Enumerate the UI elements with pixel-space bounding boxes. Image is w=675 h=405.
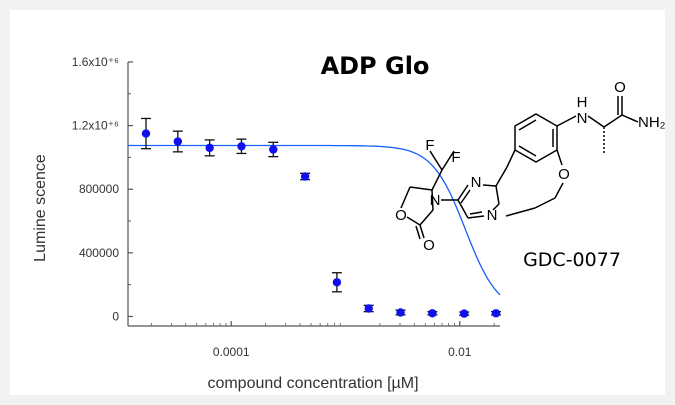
fit-curve-group [128,144,501,296]
bond [492,203,500,211]
bond [400,186,411,209]
bond [406,216,421,226]
atom-label: F [451,149,460,166]
chart-ticks: 0 400000 800000 1.2x10⁺⁶ 1.6x10⁺⁶ 0.0001 0.01 [72,55,495,359]
bond [603,114,623,128]
bond [457,184,469,201]
x-tick-label: 0.0001 [213,345,250,359]
bond [441,150,455,171]
atom-label: H [577,94,588,111]
molecule-name: GDC-0077 [523,249,621,271]
chart-title: ADP Glo [321,52,430,80]
bond [460,189,471,204]
fit-curve [128,144,501,296]
data-point [364,304,373,313]
molecule-labels: F F O N O N N O H N O NH₂ [395,79,665,254]
bond [518,145,537,157]
data-point [300,172,310,181]
data-point [332,278,342,287]
atom-label: O [395,207,407,224]
bond [587,115,605,128]
data-point [141,129,151,138]
x-axis-title: compound concentration [µM] [207,375,418,392]
data-point [237,142,246,151]
y-tick-label: 0 [112,309,119,323]
bond [518,119,537,131]
benzene-ring [514,113,558,163]
data-point [396,308,405,317]
bond [419,224,425,239]
data-point [491,309,501,318]
bond [554,182,564,199]
atom-label: N [430,192,441,209]
atom-label: F [425,137,434,154]
bond [495,185,500,205]
y-tick-label: 1.6x10⁺⁶ [72,55,119,69]
bond [621,114,639,123]
bond [506,149,516,168]
bond [419,209,434,226]
bond [556,149,563,166]
bond [469,211,483,215]
atom-label: N [577,110,588,127]
bond [534,197,556,209]
bond [409,186,433,191]
y-axis-title: Lumine scence [32,154,49,262]
atom-label: N [487,207,498,224]
bond [431,169,443,191]
bond [495,166,508,187]
atom-label: O [423,237,435,254]
bond [467,215,485,219]
atom-label: O [558,166,570,183]
data-point [269,145,278,154]
data-point [205,143,214,153]
gdc-0077-structure [400,96,639,240]
x-tick-label: 0.01 [448,345,472,359]
bond [505,207,536,217]
data-points-group [141,117,501,318]
atom-label: NH₂ [638,114,665,131]
bond [556,115,577,127]
bond [457,199,469,219]
y-tick-label: 800000 [79,182,119,196]
atom-label: N [471,174,482,191]
data-point [173,137,183,146]
data-point [428,309,437,318]
atom-label: O [614,79,626,96]
y-tick-label: 1.2x10⁺⁶ [72,119,119,133]
chart-axes [127,62,500,327]
bond [415,225,421,240]
bond [429,150,443,171]
bond [482,184,497,187]
bond [431,189,434,211]
data-point [459,309,469,318]
y-tick-label: 400000 [79,246,119,260]
